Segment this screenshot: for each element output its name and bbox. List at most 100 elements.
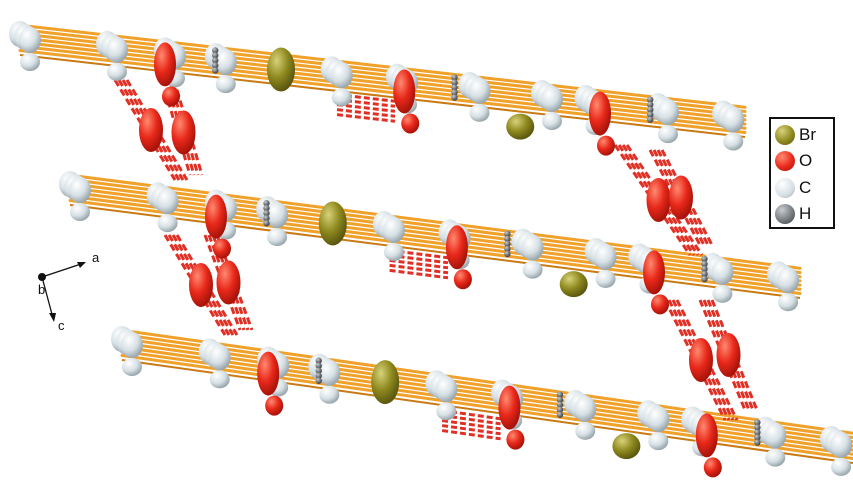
hydrogen-atom xyxy=(315,362,322,369)
oxygen-atom xyxy=(646,178,671,222)
carbon-atom xyxy=(648,432,669,451)
carbon-atom xyxy=(722,106,745,133)
bond-rod xyxy=(18,49,747,134)
hydrogen-atom xyxy=(754,419,761,426)
carbon-atom xyxy=(106,36,128,63)
carbon-atom xyxy=(20,53,40,71)
hydrogen-atom xyxy=(647,96,654,103)
oxygen-swatch-icon xyxy=(775,151,795,171)
bromine-atom xyxy=(267,47,295,92)
oxygen-atom xyxy=(205,194,227,239)
bond-rod xyxy=(68,182,802,279)
hydrogen-atom xyxy=(754,434,761,441)
hydrogen-atom xyxy=(451,79,458,86)
carbon-atom xyxy=(122,358,142,376)
oxygen-atom xyxy=(498,385,521,430)
hydrogen-bond xyxy=(336,108,396,118)
hydrogen-atom xyxy=(315,372,322,379)
oxygen-atom xyxy=(257,351,280,396)
carbon-atom xyxy=(594,243,617,270)
hydrogen-atom xyxy=(504,230,511,238)
oxygen-atom xyxy=(171,110,196,155)
hydrogen-bond xyxy=(336,103,396,113)
hydrogen-atom xyxy=(504,250,511,258)
bromine-atom xyxy=(559,271,588,298)
oxygen-atom xyxy=(162,86,180,107)
carbon-atom xyxy=(658,125,678,144)
carbon-atom xyxy=(657,99,679,126)
hydrogen-bond xyxy=(336,113,396,123)
carbon-atom xyxy=(215,75,236,94)
hydrogen-bond xyxy=(660,149,714,246)
hydrogen-atom xyxy=(451,94,458,101)
bond-rod-shadow xyxy=(19,54,746,138)
oxygen-atom xyxy=(669,175,693,220)
hydrogen-bond xyxy=(441,429,501,441)
carbon-atom xyxy=(575,421,596,440)
legend-label: C xyxy=(799,178,812,197)
carbon-swatch-icon xyxy=(775,178,795,198)
hydrogen-atom xyxy=(754,439,761,446)
hydrogen-atom xyxy=(556,401,564,408)
hydrogen-atom xyxy=(263,220,270,227)
hydrogen-atom xyxy=(701,255,708,263)
carbon-atom xyxy=(107,62,127,81)
legend-item-c: C xyxy=(775,176,811,200)
carbon-atom xyxy=(777,267,800,294)
hydrogen-atom xyxy=(212,57,219,64)
bond-rod xyxy=(68,178,802,274)
carbon-atom xyxy=(435,376,458,403)
carbon-atom xyxy=(830,431,853,458)
axis-c-head xyxy=(49,313,56,322)
atom-layer xyxy=(9,21,853,478)
carbon-atom xyxy=(383,242,404,261)
carbon-atom xyxy=(69,177,91,203)
bond-rod xyxy=(68,199,802,295)
oxygen-atom xyxy=(643,250,665,295)
bond-rod-shadow xyxy=(121,359,853,464)
carbon-atom xyxy=(436,402,457,421)
hydrogen-bond xyxy=(441,424,501,436)
oxygen-atom xyxy=(216,260,241,305)
bond-rod xyxy=(120,341,853,448)
bond-rod-shadow xyxy=(69,204,801,299)
bond-rod xyxy=(18,36,747,122)
legend-item-h: H xyxy=(775,202,811,226)
carbon-atom xyxy=(522,260,543,279)
bond-layer xyxy=(18,23,853,464)
hydrogen-atom xyxy=(556,411,564,418)
carbon-atom xyxy=(521,234,544,261)
oxygen-atom xyxy=(651,294,669,315)
bond-rod xyxy=(18,23,747,109)
hydrogen-atom xyxy=(701,270,708,278)
oxygen-atom xyxy=(154,42,176,87)
hydrogen-atom xyxy=(754,424,761,431)
bond-rod xyxy=(18,44,747,130)
hydrogen-atom xyxy=(647,111,654,118)
oxygen-atom xyxy=(401,113,420,134)
carbon-atom xyxy=(19,27,41,53)
carbon-atom xyxy=(266,202,289,229)
hydrogen-atom xyxy=(212,67,219,74)
hydrogen-bond xyxy=(656,149,710,246)
hydrogen-atom xyxy=(556,396,564,403)
carbon-atom xyxy=(319,385,340,404)
hydrogen-atom xyxy=(263,205,270,212)
bond-rod xyxy=(120,354,853,460)
carbon-atom xyxy=(156,188,179,215)
carbon-atom xyxy=(778,293,799,312)
axis-c-arrow xyxy=(41,276,54,319)
oxygen-atom xyxy=(589,91,611,136)
hydrogen-atom xyxy=(647,116,654,123)
carbon-atom xyxy=(469,103,490,122)
bond-rod xyxy=(18,32,747,118)
carbon-atom xyxy=(70,203,90,221)
carbon-atom xyxy=(712,284,733,303)
bromine-atom xyxy=(612,433,641,460)
hydrogen-atom xyxy=(212,47,219,54)
carbon-atom xyxy=(541,86,563,113)
bond-rod xyxy=(18,40,747,126)
carbon-atom xyxy=(208,344,231,371)
carbon-atom xyxy=(542,112,562,131)
hydrogen-atom xyxy=(556,391,564,398)
